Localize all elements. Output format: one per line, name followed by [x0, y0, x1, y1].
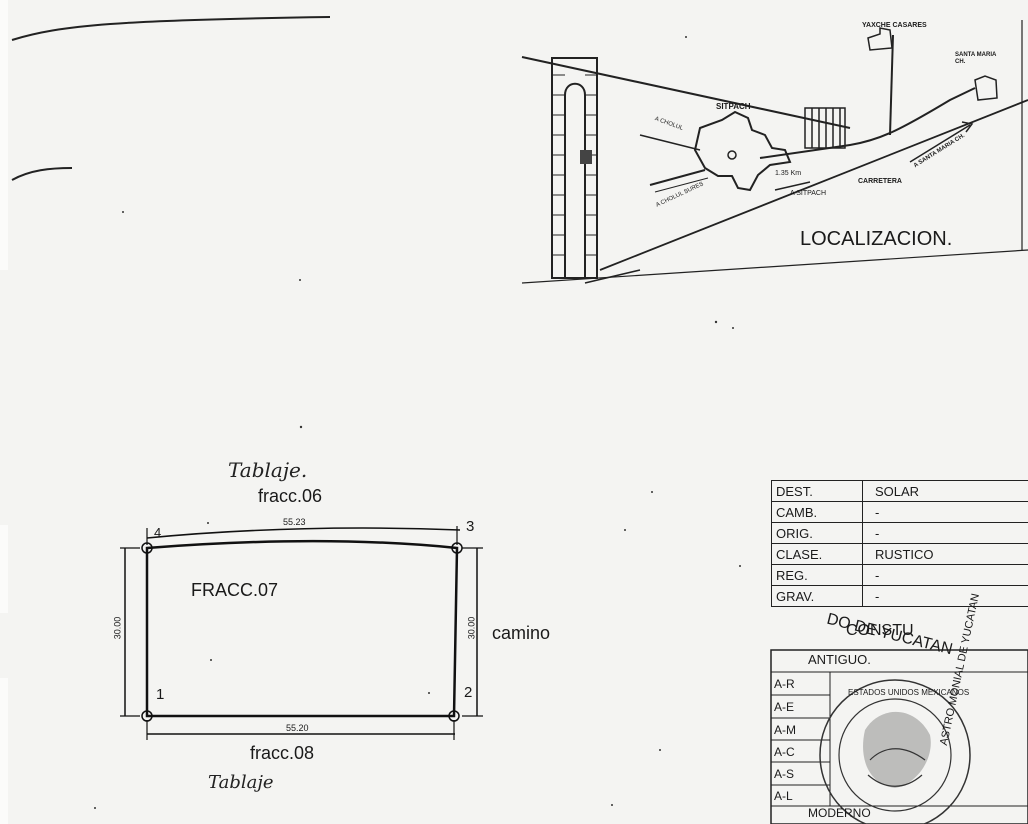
- seal-inner-text: ESTADOS UNIDOS MEXICANOS: [848, 688, 970, 697]
- table-key: REG.: [771, 564, 863, 586]
- seal-moderno: MODERNO: [808, 806, 871, 820]
- table-row: REG. -: [771, 564, 1028, 586]
- vertex-3: 3: [466, 518, 475, 535]
- vertex-2: 2: [464, 684, 473, 701]
- dim-top: 55.23: [283, 517, 306, 527]
- table-key: GRAV.: [771, 585, 863, 607]
- table-key: DEST.: [771, 480, 863, 502]
- seal-antiguo: ANTIGUO.: [808, 652, 871, 667]
- vertex-1: 1: [156, 686, 165, 703]
- label-east-neighbor: camino: [492, 623, 551, 643]
- seal-row-label: A-S: [774, 767, 795, 781]
- seal-row-label: A-R: [774, 677, 795, 691]
- property-data-table: DEST. SOLAR CAMB. - ORIG. - CLASE. RUSTI…: [771, 480, 1028, 607]
- seal-row-label: A-L: [774, 789, 793, 803]
- handwritten-tablaje-top: Tablaje.: [228, 458, 308, 482]
- seal-row-label: A-C: [774, 745, 795, 759]
- map-label-santa-maria: SANTA MARIA CH.: [955, 52, 997, 65]
- seal-row-label: A-E: [774, 700, 795, 714]
- table-key: CLASE.: [771, 543, 863, 565]
- seal-row-label: A-M: [774, 723, 796, 737]
- map-label-to-sitpach: A SITPACH: [790, 190, 827, 197]
- label-north-neighbor: fracc.06: [258, 486, 323, 506]
- dim-bottom: 55.20: [286, 723, 309, 733]
- map-label-carretera: CARRETERA: [858, 178, 902, 185]
- seal-header: CONSTU: [846, 622, 914, 639]
- table-value: -: [862, 585, 1028, 607]
- label-south-neighbor: fracc.08: [250, 743, 315, 763]
- table-row: GRAV. -: [771, 585, 1028, 607]
- parcel-name: FRACC.07: [191, 580, 279, 600]
- scan-band-bottom: [0, 678, 8, 824]
- location-map-title: LOCALIZACION.: [800, 228, 953, 250]
- table-key: ORIG.: [771, 522, 863, 544]
- scan-band-top: [0, 0, 8, 270]
- map-label-yaxche: YAXCHE CASARES: [862, 22, 927, 29]
- scan-band-mid: [0, 525, 8, 613]
- map-label-distance: 1.35 Km: [775, 170, 802, 177]
- table-row: DEST. SOLAR: [771, 480, 1028, 502]
- vertex-4: 4: [154, 525, 162, 540]
- handwritten-tablaje-bottom: Tablaje: [208, 772, 274, 793]
- map-label-sitpach: SITPACH: [716, 102, 751, 111]
- table-value: SOLAR: [862, 480, 1028, 502]
